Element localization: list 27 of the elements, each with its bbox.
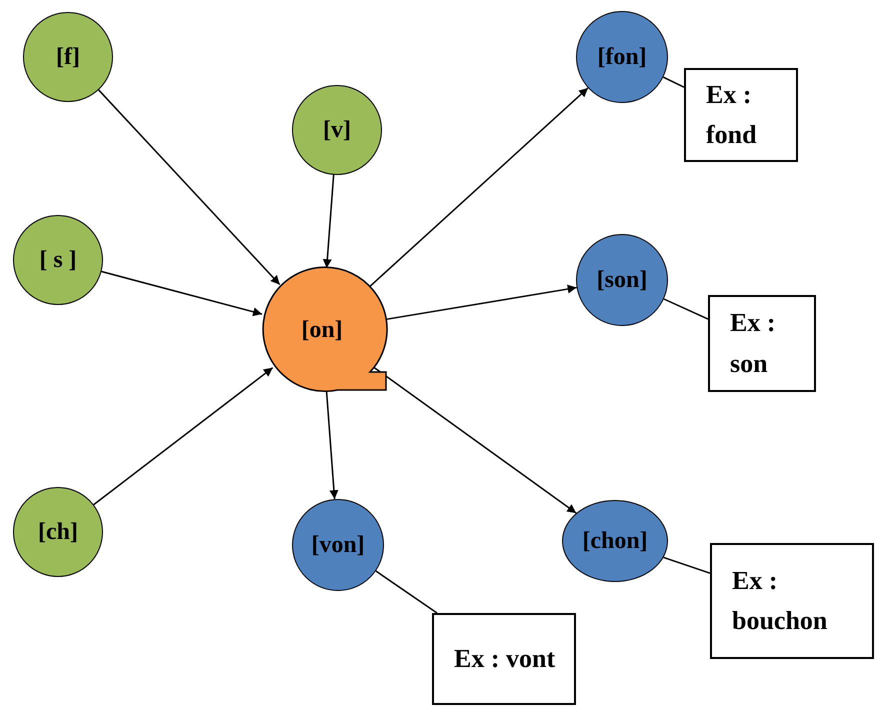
node-label: Ex : bouchon bbox=[732, 564, 828, 637]
leader-line bbox=[663, 76, 684, 88]
node-label: Ex : fond bbox=[706, 78, 758, 151]
node-label: [v] bbox=[323, 116, 351, 144]
node-label: [ s ] bbox=[39, 246, 77, 274]
arrow bbox=[98, 89, 280, 286]
node-label: [ch] bbox=[38, 518, 78, 546]
example-box bbox=[684, 68, 798, 162]
leader-line bbox=[376, 570, 438, 614]
leader-line bbox=[664, 298, 708, 320]
arrow bbox=[326, 392, 338, 500]
arrow bbox=[367, 87, 588, 289]
node-label: Ex : vont bbox=[454, 642, 556, 675]
node-label: [chon] bbox=[582, 528, 648, 554]
example-box bbox=[708, 295, 816, 392]
arrow bbox=[372, 366, 577, 514]
arrow bbox=[101, 270, 262, 316]
example-box bbox=[432, 613, 576, 705]
node-label: [fon] bbox=[597, 44, 647, 70]
example-box bbox=[710, 543, 874, 659]
arrow bbox=[93, 367, 274, 506]
node-label: [son] bbox=[596, 266, 648, 294]
node-label: Ex : son bbox=[730, 307, 776, 380]
node-label: [f] bbox=[56, 44, 80, 70]
node-label: [von] bbox=[311, 532, 365, 558]
leader-line bbox=[663, 556, 710, 574]
arrow bbox=[322, 174, 334, 268]
